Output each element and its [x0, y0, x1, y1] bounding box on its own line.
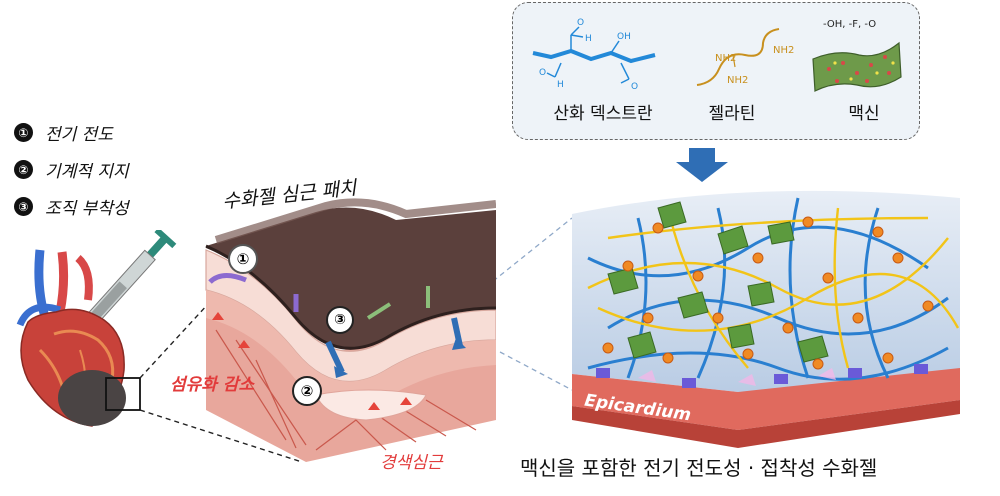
legend-item-adhesion: ③ 조직 부착성 — [14, 188, 129, 225]
hydrogel-network-illustration — [572, 190, 960, 448]
legend-label-adhesion: 조직 부착성 — [45, 199, 129, 219]
mxene-label: 맥신 — [848, 104, 880, 124]
marker-1: ① — [228, 244, 258, 274]
mxene-sheet-icon — [812, 41, 902, 92]
legend-label-conductivity: 전기 전도 — [45, 125, 113, 145]
arrow-down-icon — [676, 148, 728, 182]
number-3-badge: ③ — [14, 197, 33, 216]
dextran-o2-text: O — [539, 68, 546, 78]
marker-2: ② — [292, 376, 322, 406]
gelatin-nh2-2-text: NH2 — [727, 75, 748, 86]
dextran-o1-text: O — [577, 18, 584, 28]
material-components-panel: O H OH O H O 산화 덱스트란 NH2 NH2 NH2 젤라틴 -OH… — [512, 2, 920, 140]
marker-3: ③ — [326, 306, 354, 334]
dextran-h1-text: H — [585, 34, 592, 44]
patch-tissue-cross-section — [205, 198, 496, 462]
infarct-myocardium-label: 경색심근 — [380, 453, 443, 473]
gelatin-label: 젤라틴 — [708, 104, 756, 124]
oxidized-dextran-icon: O H OH O H O — [532, 18, 656, 92]
property-legend: ① 전기 전도 ② 기계적 지지 ③ 조직 부착성 — [14, 114, 129, 225]
dextran-oh-text: OH — [617, 32, 631, 42]
dextran-h2-text: H — [557, 80, 564, 90]
number-1-badge: ① — [14, 123, 33, 142]
legend-item-conductivity: ① 전기 전도 — [14, 114, 129, 151]
dextran-o3-text: O — [631, 82, 638, 92]
number-2-badge: ② — [14, 160, 33, 179]
mxene-groups-text: -OH, -F, -O — [823, 19, 877, 30]
heart-illustration — [16, 230, 177, 427]
legend-item-mechanical: ② 기계적 지지 — [14, 151, 129, 188]
dextran-label: 산화 덱스트란 — [553, 104, 653, 124]
legend-label-mechanical: 기계적 지지 — [45, 162, 129, 182]
gelatin-nh2-1-text: NH2 — [715, 53, 736, 64]
gelatin-nh2-3-text: NH2 — [773, 45, 794, 56]
hydrogel-caption: 맥신을 포함한 전기 전도성 · 접착성 수화젤 — [520, 456, 878, 480]
fibrosis-reduction-label: 섬유화 감소 — [170, 375, 255, 395]
gelatin-icon: NH2 NH2 NH2 — [696, 28, 794, 86]
